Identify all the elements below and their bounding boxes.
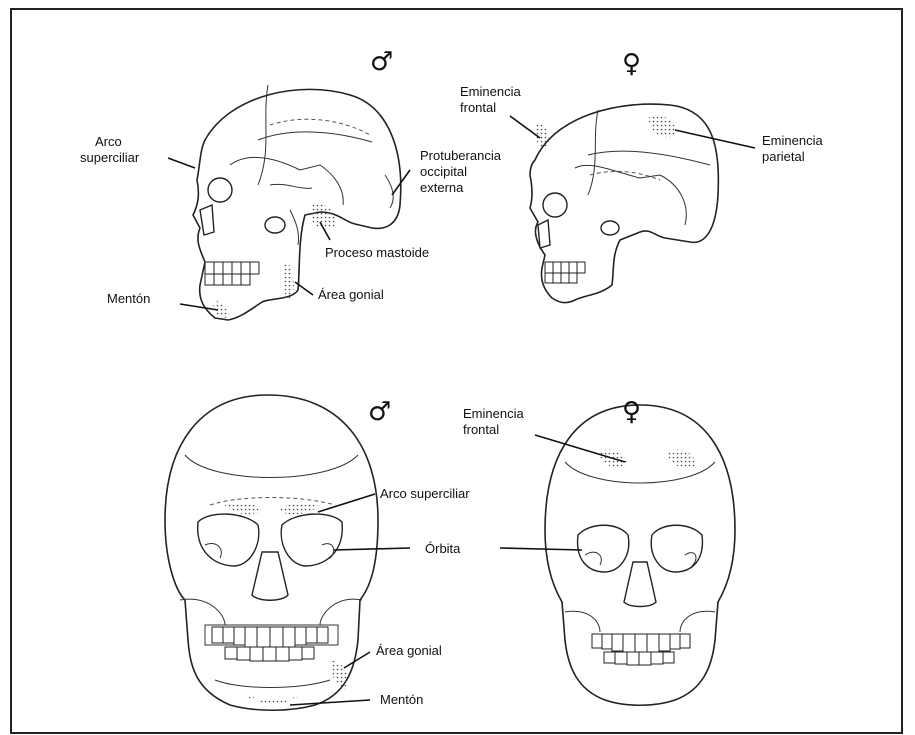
male-symbol-top: ♂ [370, 47, 393, 77]
label-proceso-mastoide: Proceso mastoide [325, 245, 429, 260]
label-arco-superciliar-line2: superciliar [80, 150, 140, 165]
label-arco-superciliar-line1: Arco [95, 134, 122, 149]
label-orbita: Órbita [425, 541, 461, 556]
male-lateral-skull [193, 85, 401, 320]
label-area-gonial-lateral: Área gonial [318, 287, 384, 302]
label-menton-front: Mentón [380, 692, 423, 707]
label-eminencia-parietal-line1: Eminencia [762, 133, 823, 148]
label-protuberancia-line1: Protuberancia [420, 148, 502, 163]
label-eminencia-frontal-front-line1: Eminencia [463, 406, 524, 421]
label-eminencia-parietal-line2: parietal [762, 149, 805, 164]
label-protuberancia-line2: occipital [420, 164, 467, 179]
label-eminencia-frontal-lateral-line2: frontal [460, 100, 496, 115]
female-symbol-bottom: ♀ [622, 397, 641, 427]
label-area-gonial-front: Área gonial [376, 643, 442, 658]
label-menton-lateral: Mentón [107, 291, 150, 306]
label-arco-superciliar-front: Arco superciliar [380, 486, 470, 501]
label-protuberancia-line3: externa [420, 180, 464, 195]
label-eminencia-frontal-front-line2: frontal [463, 422, 499, 437]
male-frontal-skull [165, 395, 378, 710]
female-frontal-skull [545, 405, 735, 705]
male-symbol-bottom: ♂ [368, 397, 391, 427]
female-symbol-top: ♀ [622, 49, 641, 79]
label-eminencia-frontal-lateral-line1: Eminencia [460, 84, 521, 99]
